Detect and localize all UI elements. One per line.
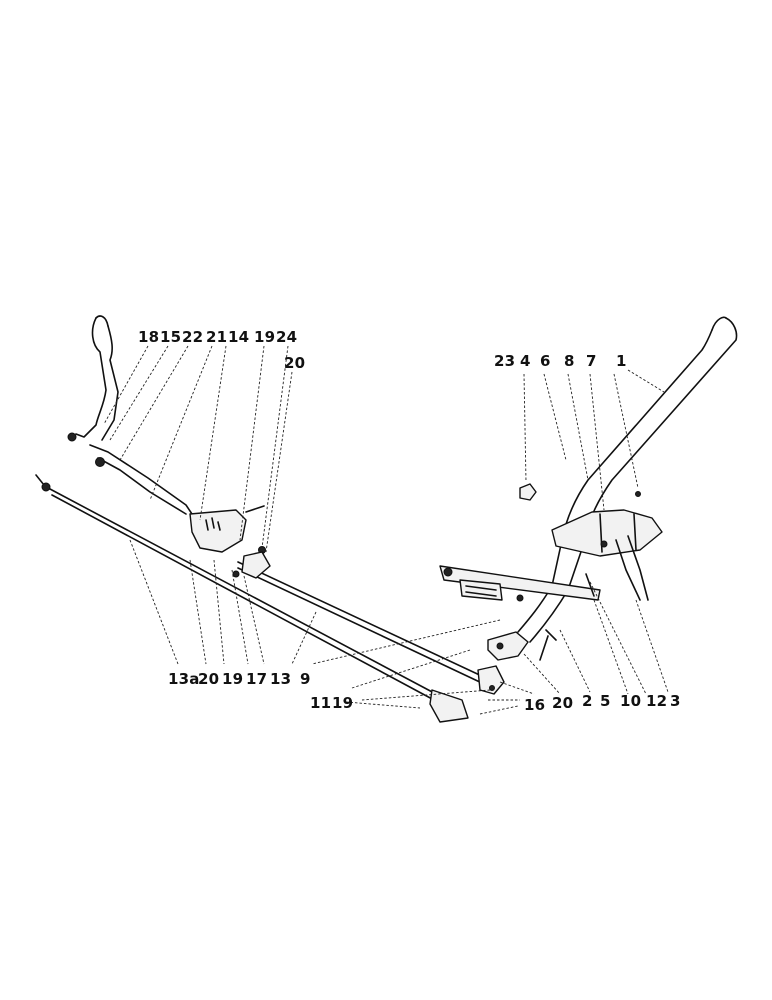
lever-assembly	[439, 316, 738, 661]
callout-19-top: 19	[254, 328, 275, 346]
callout-15: 15	[160, 328, 181, 346]
callout-1: 1	[616, 352, 627, 370]
callout-6: 6	[540, 352, 551, 370]
callout-24: 24	[276, 328, 297, 346]
callout-2: 2	[582, 692, 593, 710]
callout-11: 11	[310, 694, 331, 712]
callout-18: 18	[138, 328, 159, 346]
callout-9: 9	[300, 670, 311, 688]
callout-13a: 13a	[168, 670, 200, 688]
callout-4: 4	[520, 352, 531, 370]
callout-19-low: 19	[332, 694, 353, 712]
linkage-rods	[35, 474, 505, 723]
callout-19-bottom: 19	[222, 670, 243, 688]
callout-20-top: 20	[284, 354, 305, 372]
callout-16: 16	[524, 696, 545, 714]
callout-5: 5	[600, 692, 611, 710]
callout-23: 23	[494, 352, 515, 370]
leader-lines	[103, 345, 669, 715]
callout-20-low: 20	[552, 694, 573, 712]
pedal-assembly	[67, 315, 266, 578]
callout-8: 8	[564, 352, 575, 370]
callout-14: 14	[228, 328, 249, 346]
callout-10: 10	[620, 692, 641, 710]
callout-13: 13	[270, 670, 291, 688]
callout-3: 3	[670, 692, 681, 710]
callout-12: 12	[646, 692, 667, 710]
callout-20-bottom: 20	[198, 670, 219, 688]
callout-17: 17	[246, 670, 267, 688]
callout-21: 21	[206, 328, 227, 346]
callout-labels: 18 15 22 21 14 19 24 20 23 4 6 8 7 1 13a…	[138, 328, 681, 714]
callout-22: 22	[182, 328, 203, 346]
callout-7: 7	[586, 352, 597, 370]
